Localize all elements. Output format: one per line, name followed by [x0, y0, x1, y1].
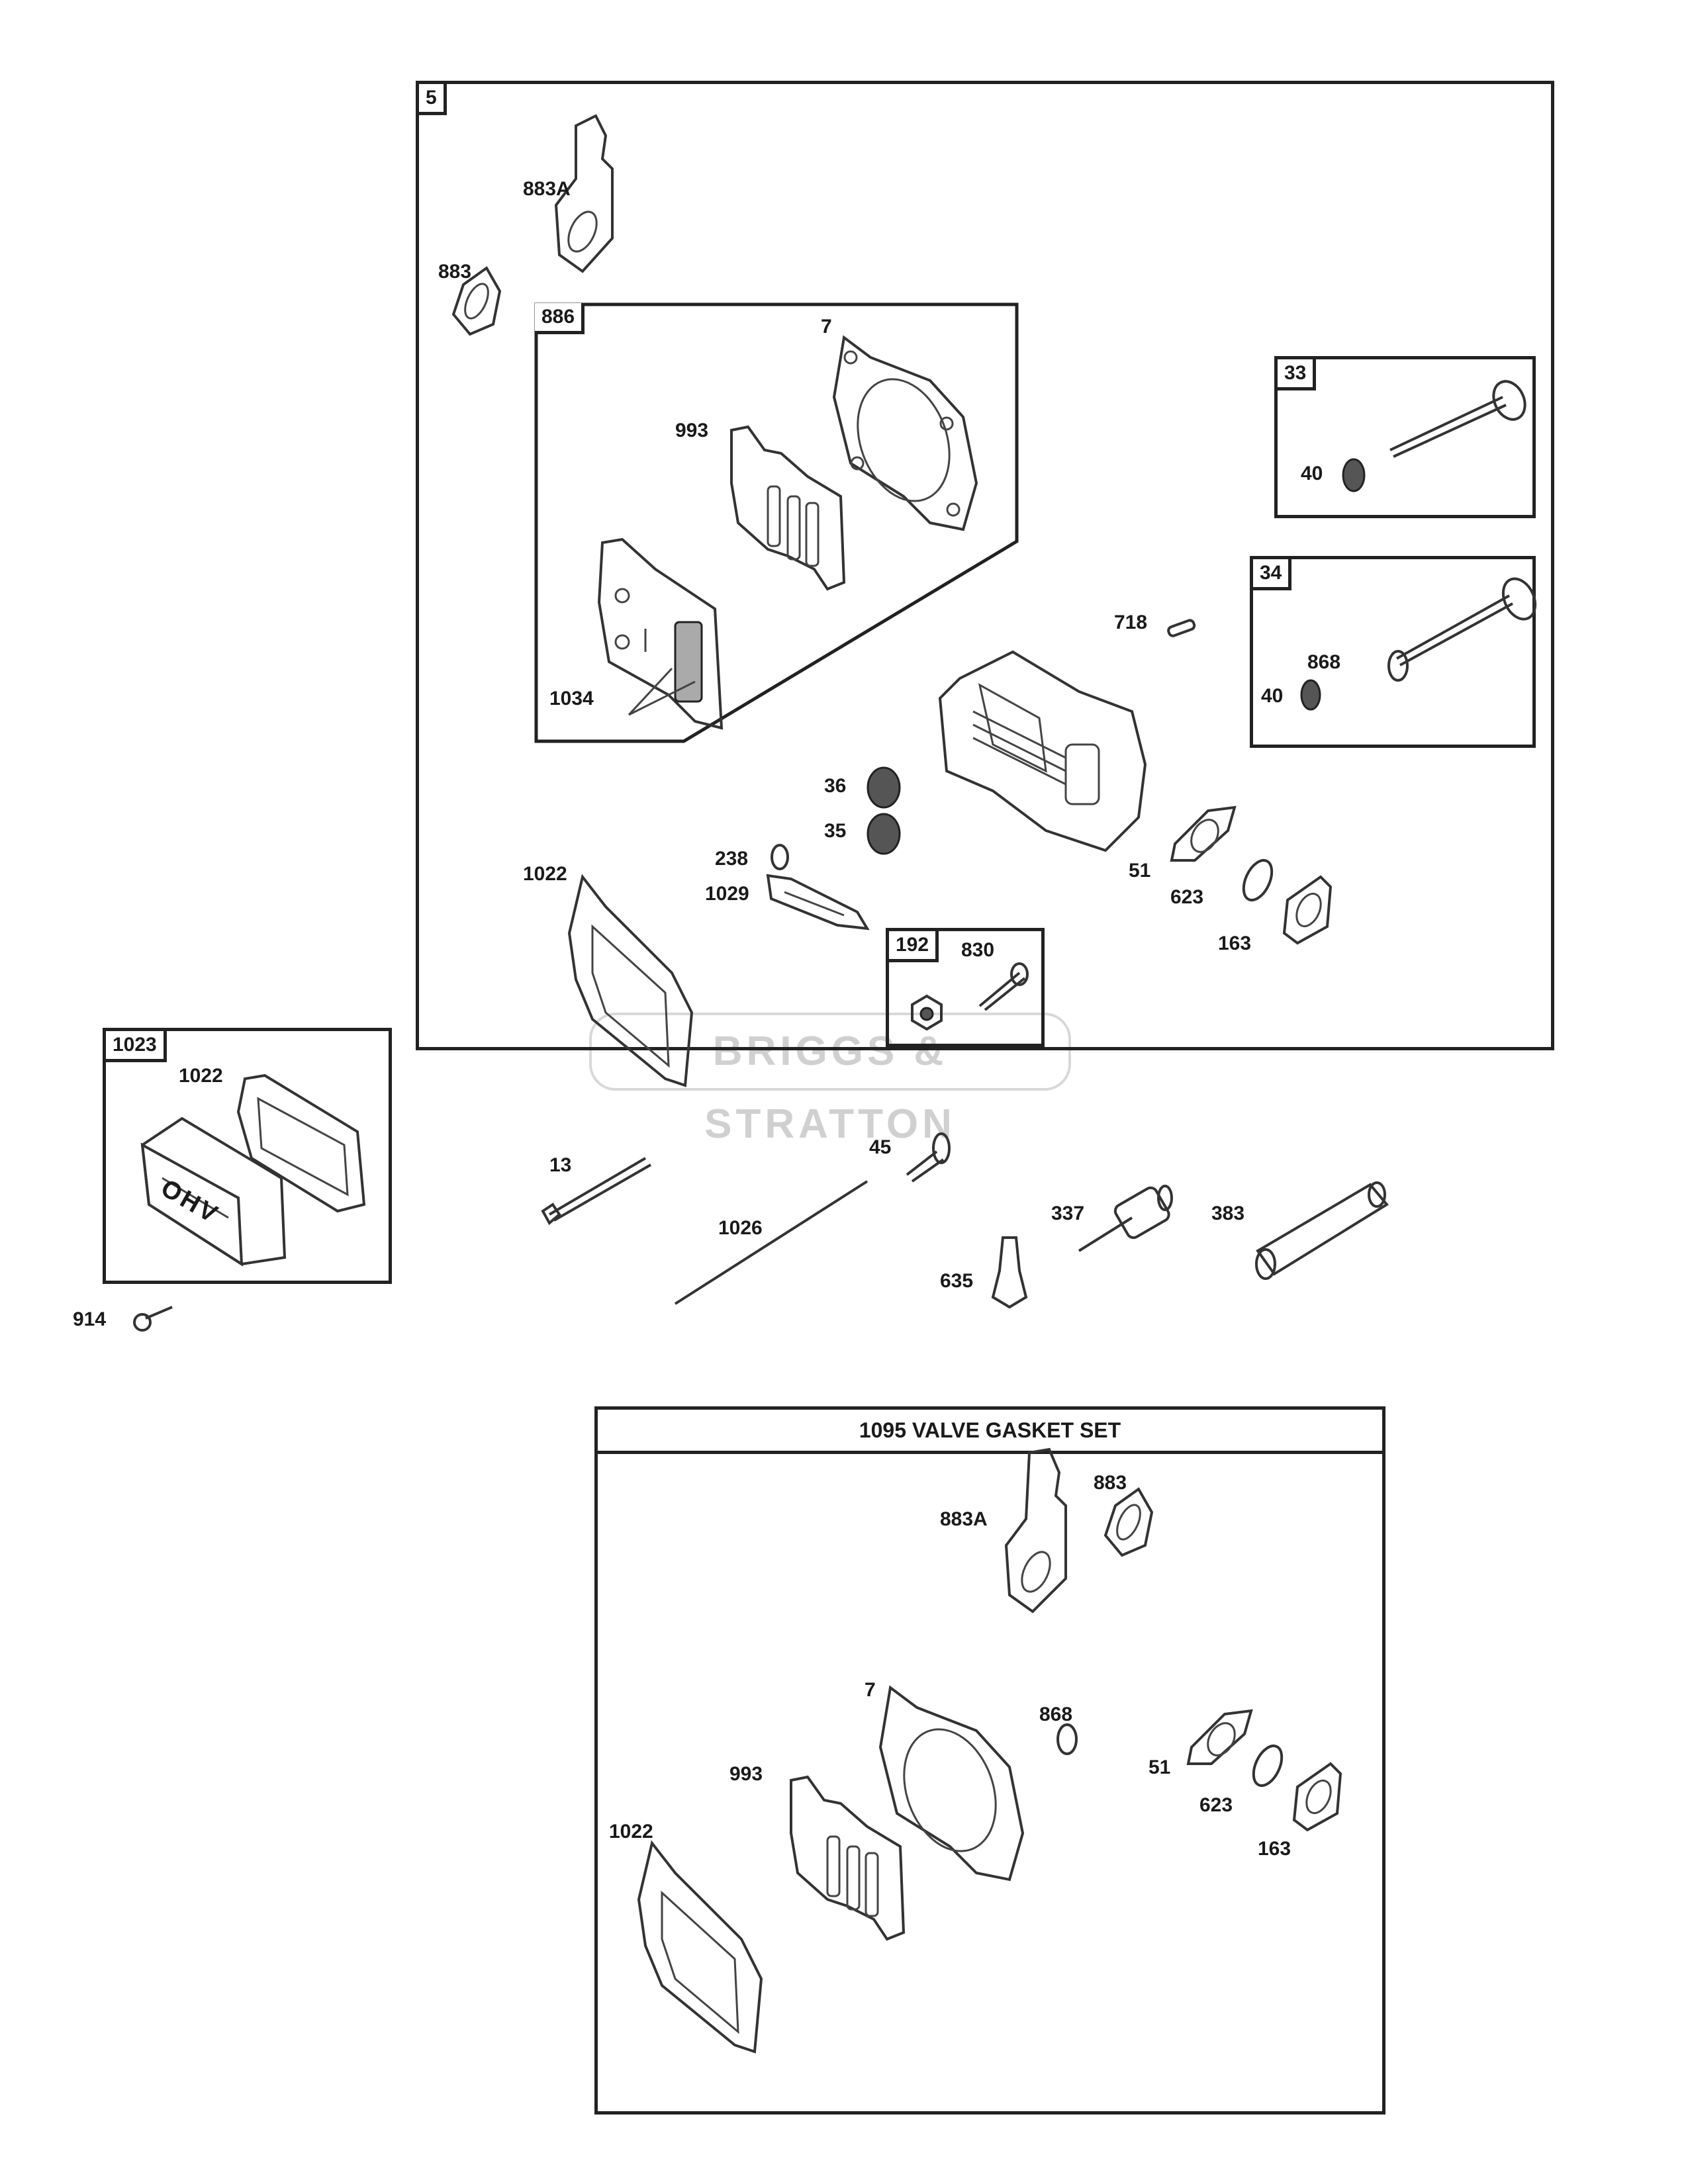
set-label-993: 993 — [729, 1763, 763, 1785]
assembly-box-886: 886 — [534, 302, 1019, 743]
set-label-883: 883 — [1094, 1472, 1127, 1494]
part-623-gasket[interactable] — [1238, 854, 1278, 907]
part-40-retainer[interactable] — [1337, 455, 1370, 495]
assembly-tag-34: 34 — [1253, 559, 1292, 590]
part-337-spark-plug[interactable] — [1072, 1178, 1178, 1264]
set-part-868[interactable] — [1053, 1721, 1082, 1757]
part-35-valve-spring[interactable] — [864, 811, 904, 857]
label-830: 830 — [961, 939, 995, 961]
label-7: 7 — [821, 316, 832, 338]
assembly-tag-5: 5 — [419, 84, 447, 115]
part-1022-box1023-gasket[interactable] — [232, 1072, 371, 1224]
set-label-51: 51 — [1149, 1756, 1171, 1778]
label-45: 45 — [869, 1136, 892, 1158]
assembly-box-1023: 1023 — [103, 1028, 392, 1284]
gasket-set-box-1095: 1095 VALVE GASKET SET — [594, 1406, 1385, 2115]
set-part-51[interactable] — [1185, 1707, 1258, 1767]
part-163-carburetor-gasket[interactable] — [1281, 874, 1334, 946]
gasket-set-title: 1095 VALVE GASKET SET — [598, 1410, 1382, 1454]
set-part-623[interactable] — [1248, 1739, 1288, 1792]
part-383-tool[interactable] — [1244, 1171, 1397, 1284]
label-337: 337 — [1051, 1203, 1085, 1224]
part-718-dowel-pin[interactable] — [1165, 615, 1198, 642]
label-1029: 1029 — [705, 883, 749, 905]
label-1026: 1026 — [718, 1217, 763, 1239]
part-1022-cover-gasket[interactable] — [566, 874, 705, 1092]
part-40-retainer-box34[interactable] — [1296, 675, 1326, 715]
set-part-163[interactable] — [1291, 1760, 1344, 1833]
label-718: 718 — [1114, 612, 1148, 633]
part-45-push-rod-guide[interactable] — [900, 1132, 960, 1185]
set-part-993[interactable] — [788, 1774, 910, 1946]
part-1029-rocker-guide[interactable] — [765, 872, 870, 932]
label-883a: 883A — [523, 178, 571, 200]
set-label-7: 7 — [865, 1679, 876, 1701]
label-51-main: 51 — [1129, 860, 1151, 882]
set-label-868: 868 — [1039, 1704, 1073, 1725]
part-914-bolt[interactable] — [132, 1304, 175, 1334]
set-part-1022[interactable] — [635, 1840, 774, 2058]
part-33-exhaust-valve[interactable] — [1377, 377, 1529, 463]
label-35: 35 — [824, 820, 847, 842]
part-1023-valve-cover[interactable] — [129, 1105, 301, 1271]
assembly-box-33: 33 — [1274, 356, 1536, 518]
label-635: 635 — [940, 1270, 974, 1292]
label-40-box34: 40 — [1261, 685, 1284, 707]
part-13-bolt[interactable] — [539, 1152, 659, 1226]
set-label-163: 163 — [1258, 1838, 1291, 1860]
brand-watermark: BRIGGS & STRATTON — [589, 1013, 1071, 1147]
assembly-tag-192: 192 — [889, 931, 939, 962]
set-label-623: 623 — [1199, 1794, 1233, 1816]
part-192-rocker-nut[interactable] — [907, 993, 947, 1032]
label-1034: 1034 — [549, 688, 594, 709]
assembly-tag-886: 886 — [535, 303, 585, 334]
assembly-box-34: 34 — [1250, 556, 1536, 748]
part-238-ring[interactable] — [767, 841, 793, 874]
part-868-valve-seal[interactable] — [1383, 647, 1413, 684]
label-868-box34: 868 — [1307, 651, 1341, 673]
label-163-main: 163 — [1218, 933, 1252, 954]
label-383: 383 — [1211, 1203, 1245, 1224]
assembly-box-5: 5 — [416, 81, 1554, 1050]
part-1026-push-rod[interactable] — [669, 1178, 874, 1310]
part-7-head-gasket[interactable] — [831, 331, 983, 543]
label-13: 13 — [549, 1154, 572, 1176]
label-993: 993 — [675, 420, 709, 441]
part-635-spark-plug-boot[interactable] — [986, 1231, 1033, 1310]
label-40-box33: 40 — [1301, 463, 1323, 484]
assembly-box-192: 192 — [886, 928, 1045, 1047]
label-238: 238 — [715, 848, 749, 870]
part-993-rocker-gasket[interactable] — [728, 424, 851, 596]
assembly-tag-33: 33 — [1278, 359, 1317, 390]
label-883: 883 — [438, 261, 472, 283]
leader-lines-1034 — [609, 655, 708, 721]
assembly-tag-1023: 1023 — [106, 1031, 167, 1062]
part-830-rocker-stud[interactable] — [973, 960, 1033, 1013]
part-883a-breather-gasket[interactable] — [549, 113, 629, 278]
part-34-intake-valve[interactable] — [1383, 569, 1537, 668]
label-36: 36 — [824, 775, 847, 797]
label-914: 914 — [73, 1308, 107, 1330]
set-label-883a: 883A — [940, 1508, 988, 1530]
label-1022-box1023: 1022 — [179, 1065, 223, 1087]
part-36-valve-spring[interactable] — [864, 764, 904, 811]
part-883-gasket[interactable] — [450, 265, 503, 338]
set-part-7[interactable] — [877, 1681, 1029, 1893]
label-623-main: 623 — [1170, 886, 1204, 908]
set-label-1022: 1022 — [609, 1821, 653, 1843]
set-part-883[interactable] — [1102, 1486, 1155, 1559]
part-51-intake-gasket[interactable] — [1168, 804, 1241, 864]
set-part-883a[interactable] — [1000, 1446, 1086, 1618]
label-1022-main: 1022 — [523, 863, 567, 885]
part-cylinder-head[interactable] — [933, 645, 1152, 857]
